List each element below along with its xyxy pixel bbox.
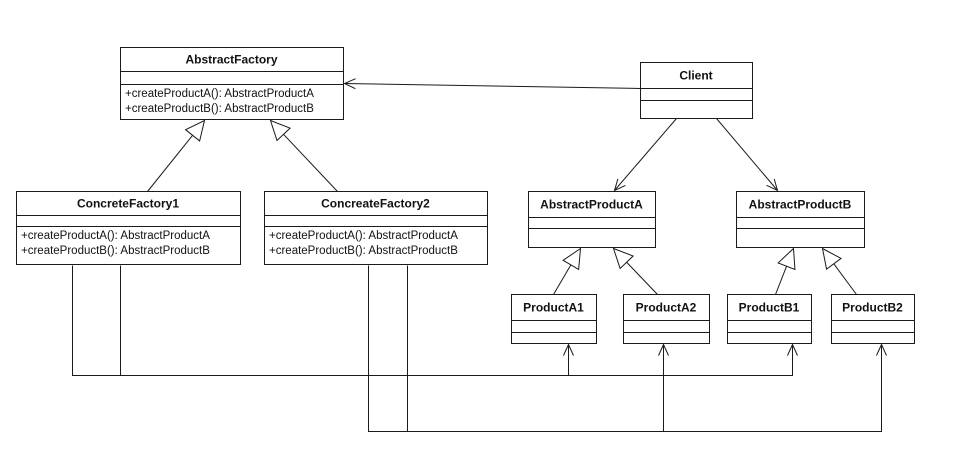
- relations-layer: [72, 83, 882, 432]
- class-operation: +createProductA(): AbstractProductA: [21, 230, 210, 242]
- open-arrowhead: [876, 343, 887, 356]
- generalization-concrete-factory-2-to-abstract-factory: [283, 133, 338, 192]
- class-abstract-product-a[interactable]: AbstractProductA: [528, 191, 656, 248]
- class-box: [736, 191, 865, 248]
- hollow-triangle-arrowhead: [612, 247, 635, 270]
- class-name: ConcreateFactory2: [321, 197, 430, 211]
- open-arrowhead: [766, 178, 779, 192]
- class-operation: +createProductB(): AbstractProductB: [21, 245, 210, 257]
- class-box: [120, 47, 344, 120]
- dependency-concrete-factory-2-to-product-a2: [407, 265, 664, 432]
- class-product-b1[interactable]: ProductB1: [727, 294, 812, 344]
- open-arrowhead: [613, 178, 626, 192]
- class-abstract-factory[interactable]: AbstractFactory +createProductA(): Abstra…: [120, 47, 344, 120]
- class-abstract-product-b[interactable]: AbstractProductB: [736, 191, 865, 248]
- generalization-product-a1-to-abstract-product-a: [553, 264, 572, 295]
- class-box: [640, 62, 753, 119]
- class-name: ProductB2: [842, 301, 903, 315]
- class-product-a1[interactable]: ProductA1: [511, 294, 597, 344]
- hollow-triangle-arrowhead: [184, 119, 206, 142]
- class-operation: +createProductB(): AbstractProductB: [125, 103, 314, 115]
- class-name: ConcreteFactory1: [77, 197, 179, 211]
- class-name: ProductA1: [523, 301, 584, 315]
- hollow-triangle-arrowhead: [269, 119, 292, 142]
- hollow-triangle-arrowhead: [821, 247, 842, 271]
- class-box: [16, 191, 241, 265]
- arrowheads-layer: [184, 78, 887, 356]
- class-box: [528, 191, 656, 248]
- class-product-a2[interactable]: ProductA2: [623, 294, 710, 344]
- association-client-to-abstract-factory: [344, 83, 641, 89]
- class-name: AbstractProductA: [540, 198, 643, 212]
- class-operation: +createProductB(): AbstractProductB: [269, 245, 458, 257]
- class-box: [623, 294, 710, 344]
- generalization-product-b1-to-abstract-product-b: [775, 266, 788, 295]
- generalization-product-b2-to-abstract-product-b: [833, 263, 857, 295]
- class-box: [264, 191, 488, 265]
- class-operation: +createProductA(): AbstractProductA: [269, 230, 458, 242]
- association-client-to-abstract-product-b: [716, 118, 778, 191]
- hollow-triangle-arrowhead: [777, 247, 796, 271]
- generalization-concrete-factory-1-to-abstract-factory: [147, 135, 193, 192]
- class-operation: +createProductA(): AbstractProductA: [125, 88, 314, 100]
- class-concrete-factory-1[interactable]: ConcreteFactory1 +createProductA(): Abstr…: [16, 191, 241, 265]
- open-arrowhead: [787, 343, 798, 356]
- class-box: [511, 294, 597, 344]
- class-client[interactable]: Client: [640, 62, 753, 119]
- class-product-b2[interactable]: ProductB2: [831, 294, 915, 344]
- open-arrowhead: [343, 78, 356, 90]
- class-name: ProductB1: [739, 301, 800, 315]
- class-name: AbstractFactory: [185, 53, 277, 67]
- open-arrowhead: [563, 343, 574, 356]
- open-arrowhead: [658, 343, 669, 356]
- class-concrete-factory-2[interactable]: ConcreateFactory2 +createProductA(): Abst…: [264, 191, 488, 265]
- dependency-concrete-factory-1-to-product-a1: [72, 265, 569, 376]
- class-name: Client: [679, 69, 712, 83]
- association-client-to-abstract-product-a: [614, 118, 677, 191]
- class-box: [831, 294, 915, 344]
- class-name: ProductA2: [636, 301, 697, 315]
- hollow-triangle-arrowhead: [562, 247, 582, 271]
- class-box: [727, 294, 812, 344]
- generalization-product-a2-to-abstract-product-a: [626, 261, 658, 295]
- dependency-concrete-factory-1-to-product-b1: [120, 265, 793, 376]
- class-name: AbstractProductB: [749, 198, 852, 212]
- dependency-concrete-factory-2-to-product-b2: [368, 265, 882, 432]
- classes-layer: AbstractFactory +createProductA(): Abstra…: [16, 47, 915, 344]
